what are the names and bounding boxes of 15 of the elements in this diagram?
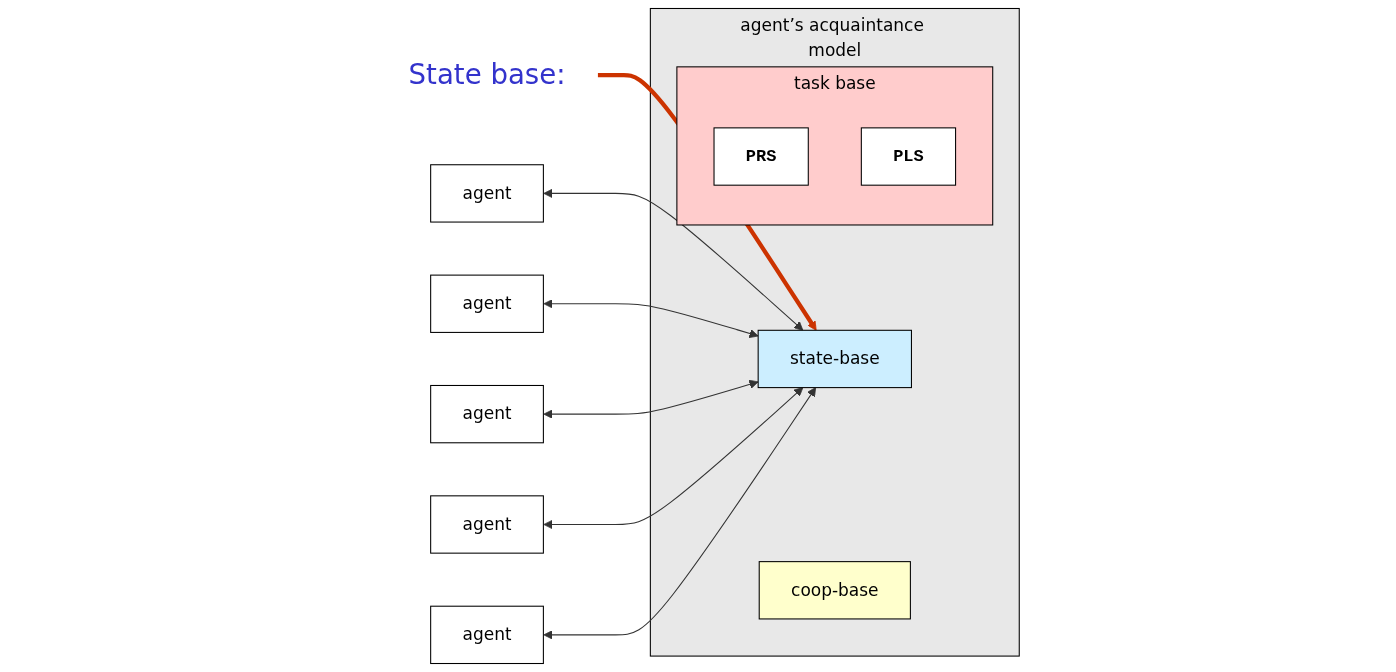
node-box: agent [430, 384, 544, 444]
node-box: PLS [860, 127, 957, 186]
node-box: agent [430, 495, 544, 554]
arrow [543, 387, 817, 640]
arrow [543, 188, 804, 331]
node-box: state-base [757, 329, 912, 389]
node-text: State base: [408, 58, 566, 91]
arrow [543, 379, 759, 419]
arrow [543, 299, 759, 339]
node-box: coop-base [758, 561, 911, 620]
node-box: PRS [713, 127, 809, 186]
arrow [543, 387, 804, 530]
node-box: agent [430, 605, 544, 665]
node-box: agent [430, 274, 544, 333]
node-box: agent [430, 164, 544, 223]
